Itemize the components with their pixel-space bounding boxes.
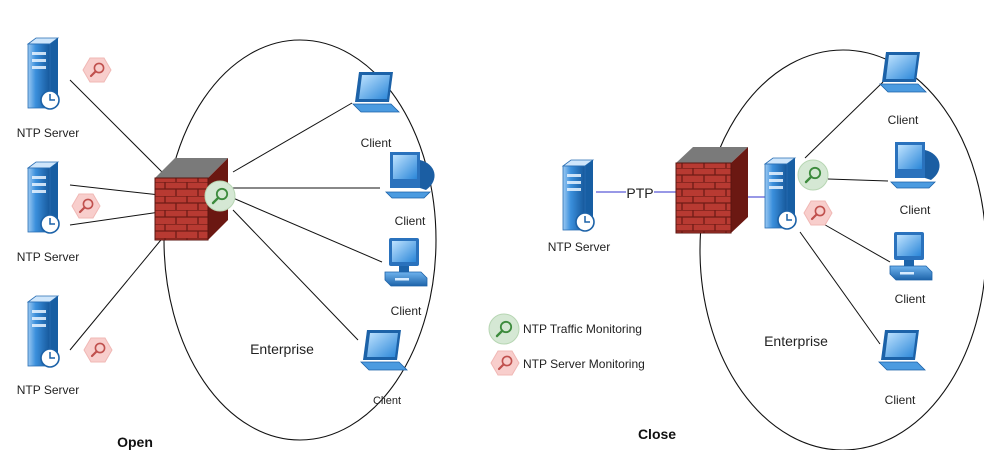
ntp-server [27,37,60,110]
client-label: Client [395,214,426,228]
open-caption: Open [117,434,153,450]
firewall-icon [675,147,748,234]
ntp-server-monitoring-icon [489,349,521,377]
ntp-server-label: NTP Server [17,126,79,140]
ntp-traffic-monitoring-icon [203,179,237,213]
ptp-label: PTP [626,185,653,201]
legend-label: NTP Traffic Monitoring [523,322,642,336]
ntp-server-label: NTP Server [17,383,79,397]
ntp-traffic-monitoring-icon [487,312,521,346]
enterprise-label: Enterprise [764,333,828,349]
ntp-server-monitoring-icon [70,192,102,220]
ntp-server-label: NTP Server [17,250,79,264]
enterprise-label: Enterprise [250,341,314,357]
open-diagram: NTP Server NTP Server NTP Server Client … [17,37,437,450]
client-label: Client [895,292,926,306]
ntp-server-label: NTP Server [548,240,610,254]
client-imac [385,151,435,199]
legend-label: NTP Server Monitoring [523,357,645,371]
client-laptop [360,329,408,371]
client-label: Client [373,395,401,407]
client-imac [890,141,940,189]
client-laptop [879,51,927,93]
ntp-server [562,159,595,232]
ntp-server [27,161,60,234]
client-label: Client [885,393,916,407]
client-label: Client [888,113,919,127]
ntp-server-monitoring-icon [81,56,113,84]
close-links [799,81,891,345]
ntp-server [27,295,60,368]
client-desktop [384,237,428,287]
legend: NTP Traffic Monitoring NTP Server Monito… [487,312,645,377]
ntp-server-monitoring-icon [82,336,114,364]
close-diagram: PTP NTP Server Client Client Client Clie… [548,49,984,450]
client-label: Client [391,304,422,318]
client-label: Client [361,136,392,150]
ntp-server-monitoring-icon [802,199,834,227]
close-caption: Close [638,426,676,442]
client-laptop [878,329,926,371]
client-desktop [889,231,933,281]
open-links [69,79,383,351]
close-enterprise-boundary [699,49,984,450]
ntp-traffic-monitoring-icon [796,158,830,192]
enterprise-time-server [764,157,797,230]
client-label: Client [900,203,931,217]
